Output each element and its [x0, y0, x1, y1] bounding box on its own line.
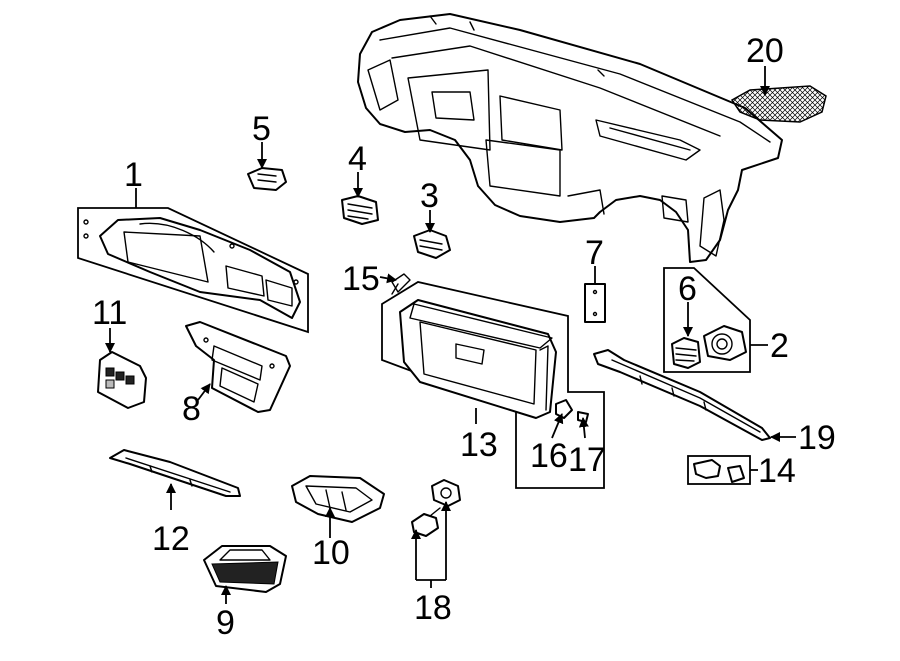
callout-9: 9 — [216, 604, 235, 642]
vent-part-4 — [341, 195, 379, 225]
connector-part-14 — [687, 455, 751, 485]
vent-part-3 — [413, 229, 451, 259]
callout-18: 18 — [414, 589, 452, 627]
callout-14: 14 — [758, 452, 796, 490]
callout-2: 2 — [770, 327, 789, 365]
speaker-grille-part — [730, 85, 827, 123]
callout-10: 10 — [312, 534, 350, 572]
callout-5: 5 — [252, 110, 271, 148]
callout-15: 15 — [342, 260, 380, 298]
ashtray-part-9 — [203, 545, 287, 593]
callout-8: 8 — [182, 390, 201, 428]
callout-3: 3 — [420, 177, 439, 215]
bracket-part-10 — [291, 475, 385, 523]
switch-panel-part-11 — [97, 351, 147, 409]
callout-11: 11 — [92, 294, 127, 332]
label-plate-part-7 — [584, 283, 606, 323]
latch-part-16 — [555, 399, 573, 419]
callout-20: 20 — [746, 32, 784, 70]
instrument-panel-part — [357, 13, 783, 263]
callout-4: 4 — [348, 140, 367, 178]
radio-bezel-part-8 — [185, 321, 291, 413]
callout-12: 12 — [152, 520, 190, 558]
vent-part-5 — [247, 167, 287, 191]
callout-19: 19 — [798, 419, 836, 457]
callout-6: 6 — [678, 270, 697, 308]
support-bar-part-19 — [593, 349, 771, 441]
callout-7: 7 — [585, 234, 604, 272]
cluster-bezel-part — [77, 207, 309, 334]
clip-part-15 — [391, 273, 411, 295]
side-vent-group — [663, 267, 751, 373]
callout-labels: 1 2 3 4 5 6 7 8 9 10 11 12 13 14 15 16 1… — [92, 32, 836, 642]
callout-16: 16 — [530, 437, 568, 475]
callout-13: 13 — [460, 426, 498, 464]
lock-part-18 — [411, 479, 461, 537]
leader-lines — [105, 66, 796, 604]
callout-17: 17 — [568, 441, 606, 479]
callout-1: 1 — [124, 156, 143, 194]
glove-box-part — [381, 281, 605, 489]
lower-trim-part-12 — [109, 449, 241, 497]
